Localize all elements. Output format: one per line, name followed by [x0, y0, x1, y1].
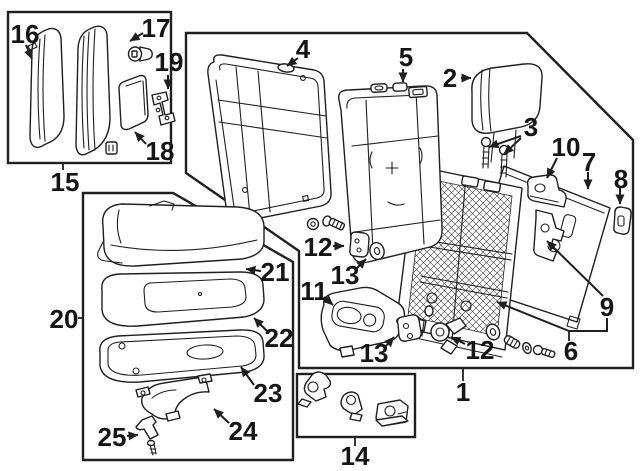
trim-clip-small — [105, 141, 118, 155]
hinge-bracket-2 — [340, 391, 363, 422]
leader-3a — [488, 135, 522, 149]
group-box-14-border — [295, 372, 417, 439]
callout-2: 2 — [443, 63, 457, 93]
leader-13a — [356, 258, 367, 269]
bracket-bolt-part-25 — [135, 415, 159, 456]
callout-9: 9 — [600, 292, 614, 322]
callout-23: 23 — [254, 378, 283, 408]
callout-14: 14 — [341, 441, 370, 471]
leader-17 — [129, 32, 144, 42]
callout-24: 24 — [229, 416, 258, 446]
headrest-part-2 — [471, 63, 543, 163]
callout-1: 1 — [456, 377, 470, 407]
hinge-bracket-3 — [375, 399, 409, 427]
callout-17: 17 — [142, 13, 171, 43]
leader-25 — [126, 431, 139, 441]
seat-back-cushion-left-part-4 — [207, 54, 332, 224]
leader-16 — [24, 44, 33, 60]
callout-12a: 12 — [304, 232, 333, 262]
callout-22: 22 — [265, 323, 294, 353]
callout-3: 3 — [524, 112, 538, 142]
callout-18: 18 — [146, 136, 175, 166]
trim-bolster-left-part-16 — [27, 27, 65, 149]
callout-5: 5 — [399, 42, 413, 72]
callout-10: 10 — [552, 132, 581, 162]
callout-16: 16 — [11, 19, 40, 49]
leader-9a — [546, 240, 604, 297]
callout-12b: 12 — [466, 335, 495, 365]
callout-19: 19 — [155, 47, 184, 77]
callout-7: 7 — [582, 147, 596, 177]
leader-18 — [134, 131, 147, 145]
callout-13b: 13 — [360, 338, 389, 368]
trim-bracket-part-19 — [151, 91, 176, 126]
group-box-1-border — [184, 31, 635, 370]
callout-11: 11 — [300, 276, 328, 306]
callout-20: 20 — [50, 304, 79, 334]
leader-11 — [322, 295, 334, 306]
pivot-bracket-part-12b — [424, 305, 467, 355]
leader-24 — [213, 408, 230, 424]
bracket-part-13b — [396, 314, 425, 342]
group-seat-back-box: 4 5 2 3 10 7 8 9 6 12 13 11 13 12 1 — [184, 31, 635, 407]
latch-part-10 — [526, 174, 567, 208]
leader-4 — [286, 56, 299, 67]
group-seat-cushion-box: 20 21 22 23 24 25 — [50, 191, 295, 462]
cushion-foam-part-22 — [101, 271, 265, 327]
callout-13a: 13 — [331, 260, 360, 290]
leader-22 — [253, 317, 268, 332]
leader-9b — [496, 301, 608, 332]
seat-back-cushion-right-part-5 — [338, 82, 443, 264]
leader-12b — [450, 336, 466, 346]
leader-3b — [503, 137, 522, 155]
callout-21: 21 — [261, 257, 290, 287]
hinge-bracket-1 — [297, 371, 332, 408]
trim-bolster-right-part-17 — [75, 25, 111, 156]
leader-10 — [546, 157, 558, 179]
leader-21 — [245, 265, 262, 275]
callout-8: 8 — [614, 164, 628, 194]
hardware-set-part-6 — [485, 323, 556, 359]
trim-clip-cylinder — [127, 46, 153, 62]
callout-6: 6 — [564, 336, 578, 366]
support-bracket-part-24 — [135, 373, 213, 422]
cushion-cover-part-21 — [97, 200, 265, 267]
bracket-part-12a — [349, 231, 370, 258]
callout-25: 25 — [98, 422, 127, 452]
group-headrest-trim-box: 16 17 19 18 15 — [6, 10, 184, 197]
clip-part-8 — [613, 206, 632, 235]
callout-15: 15 — [51, 167, 80, 197]
cushion-pan-part-23 — [99, 329, 265, 383]
grommet-part-13a — [369, 241, 385, 261]
nut-and-bolt — [306, 215, 346, 231]
group-box-20-border — [81, 191, 295, 462]
leader-23 — [240, 366, 255, 386]
group-hinge-brackets-box: 14 — [295, 371, 417, 471]
callout-4: 4 — [296, 34, 311, 64]
leader-13b — [384, 336, 395, 348]
trim-pad-part-18 — [118, 74, 149, 131]
